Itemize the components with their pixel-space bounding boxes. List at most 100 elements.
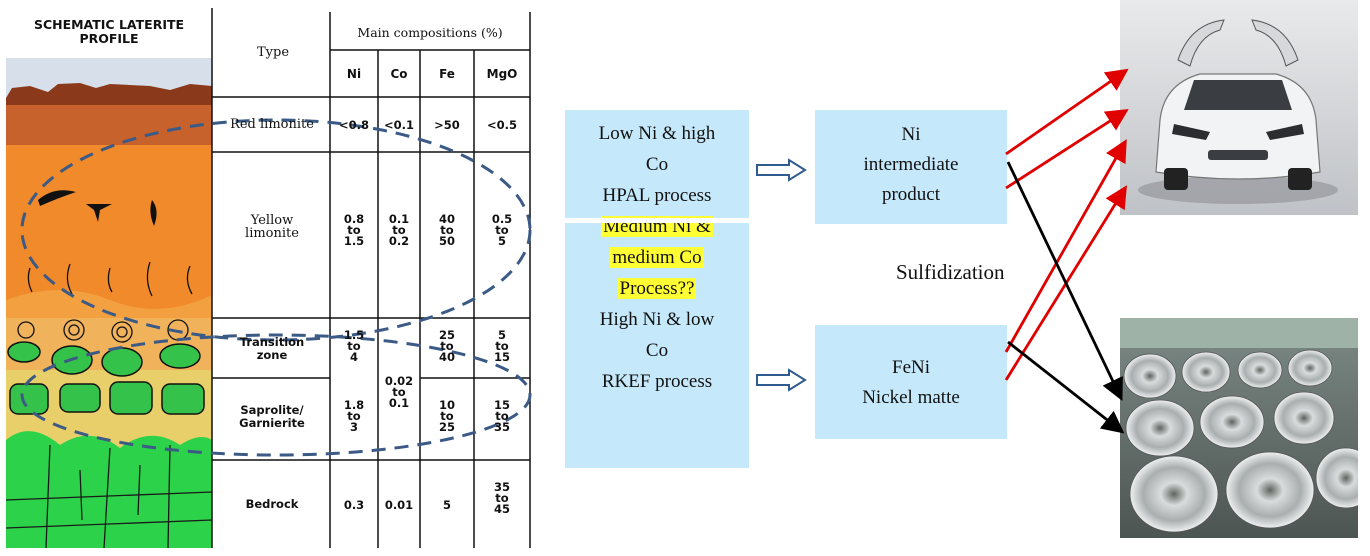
cell-line: 40 bbox=[438, 350, 455, 364]
flow-arrow-bottom-icon bbox=[756, 368, 807, 392]
red-arrow bbox=[1004, 139, 1127, 353]
row-type-line: Yellow bbox=[250, 213, 294, 228]
cell: >50 bbox=[434, 118, 460, 132]
type-header: Type bbox=[256, 45, 290, 60]
cell-line: to bbox=[440, 339, 454, 353]
cell-line: 10 bbox=[438, 398, 455, 412]
ore-line: HPAL process bbox=[602, 185, 712, 206]
row-type-line: Garnierite bbox=[239, 416, 305, 430]
product-line: Ni bbox=[901, 124, 921, 145]
cell: 0.3 bbox=[343, 498, 365, 512]
ore-line: Low Ni & high bbox=[598, 123, 716, 144]
profile-title: SCHEMATIC LATERITE PROFILE bbox=[6, 18, 212, 46]
row-type-line: zone bbox=[256, 348, 288, 362]
cell-line: to bbox=[495, 409, 509, 423]
cell-line: 1.8 bbox=[343, 398, 365, 412]
row-type-line: limonite bbox=[245, 226, 299, 241]
ore-line: High Ni & low bbox=[599, 309, 715, 330]
cell-line: 0.02 bbox=[384, 374, 414, 388]
feni-matte-box: FeNi Nickel matte bbox=[815, 325, 1007, 439]
ore-line: RKEF process bbox=[601, 371, 713, 392]
cell-line: to bbox=[495, 339, 509, 353]
profile-title-line1: SCHEMATIC LATERITE bbox=[33, 17, 185, 32]
ore-line: Co bbox=[645, 154, 669, 175]
cell-line: 3 bbox=[349, 420, 358, 434]
ni-intermediate-box: Ni intermediate product bbox=[815, 110, 1007, 224]
cell-line: to bbox=[347, 339, 361, 353]
cell-line: 5 bbox=[497, 328, 506, 342]
row-type-yellow-limonite: Yellow limonite bbox=[214, 214, 330, 240]
row-type-line: Transition bbox=[239, 335, 305, 349]
cell-line: 0.8 bbox=[343, 212, 365, 226]
black-arrow bbox=[1007, 340, 1125, 434]
cell-line: to bbox=[440, 223, 454, 237]
cell-line: 25 bbox=[438, 420, 455, 434]
cell-line: 15 bbox=[493, 350, 510, 364]
highlight-line: Process?? bbox=[565, 273, 749, 304]
cell-line: 35 bbox=[493, 420, 510, 434]
laterite-profile-illustration bbox=[5, 8, 532, 549]
highlight-text: medium Co bbox=[610, 247, 704, 268]
cell-line: 45 bbox=[493, 502, 510, 516]
cell-line: 15 bbox=[493, 398, 510, 412]
col-header-fe: Fe bbox=[439, 67, 455, 81]
steel-coils-photo bbox=[1120, 318, 1358, 538]
ore-process-box: Low Ni & high Co HPAL process Medium Ni … bbox=[565, 110, 749, 468]
flow-arrow-top-icon bbox=[756, 158, 807, 182]
cell-line: to bbox=[347, 223, 361, 237]
product-line: product bbox=[881, 184, 941, 205]
product-line: FeNi bbox=[892, 357, 930, 378]
red-arrow bbox=[1004, 185, 1127, 381]
cell-line: 1.5 bbox=[343, 234, 365, 248]
cell-line: 0.1 bbox=[388, 212, 410, 226]
cell: <0.5 bbox=[486, 118, 517, 132]
product-line: Nickel matte bbox=[862, 387, 960, 408]
col-header-co: Co bbox=[390, 67, 408, 81]
row-type-saprolite: Saprolite/ Garnierite bbox=[214, 404, 330, 430]
cell-line: to bbox=[495, 223, 509, 237]
cell-line: 35 bbox=[493, 480, 510, 494]
cell-line: 5 bbox=[497, 234, 506, 248]
distribution-arrows bbox=[1004, 68, 1129, 434]
cell-line: 0.2 bbox=[388, 234, 410, 248]
row-type-line: Saprolite/ bbox=[240, 403, 304, 417]
sulfidization-label: Sulfidization bbox=[896, 260, 1005, 284]
highlight-line: medium Co bbox=[565, 242, 749, 273]
cell-line: 25 bbox=[438, 328, 455, 342]
cell-line: 4 bbox=[349, 350, 358, 364]
red-arrow bbox=[1005, 108, 1129, 190]
black-arrow bbox=[1006, 161, 1123, 402]
highlight-text: Process?? bbox=[617, 278, 697, 299]
cell-line: 0.1 bbox=[388, 396, 410, 410]
cell: 5 bbox=[442, 498, 451, 512]
row-type-transition-zone: Transition zone bbox=[214, 336, 330, 362]
ore-line: Co bbox=[645, 340, 669, 361]
cell: 0.01 bbox=[384, 498, 414, 512]
cell-line: to bbox=[347, 409, 361, 423]
box-divider bbox=[565, 218, 749, 223]
row-type-bedrock: Bedrock bbox=[245, 497, 299, 511]
electric-car-photo bbox=[1120, 0, 1358, 215]
cell-line: 50 bbox=[438, 234, 455, 248]
cell: <0.1 bbox=[383, 118, 414, 132]
cell-line: to bbox=[392, 223, 406, 237]
highlight-line: Medium Ni & bbox=[565, 211, 749, 242]
red-arrow bbox=[1005, 68, 1129, 156]
cell: <0.8 bbox=[338, 118, 369, 132]
col-header-ni: Ni bbox=[346, 67, 362, 81]
profile-title-line2: PROFILE bbox=[79, 31, 139, 46]
row-type-red-limonite: Red limonite bbox=[230, 117, 314, 132]
cell-line: to bbox=[392, 385, 406, 399]
